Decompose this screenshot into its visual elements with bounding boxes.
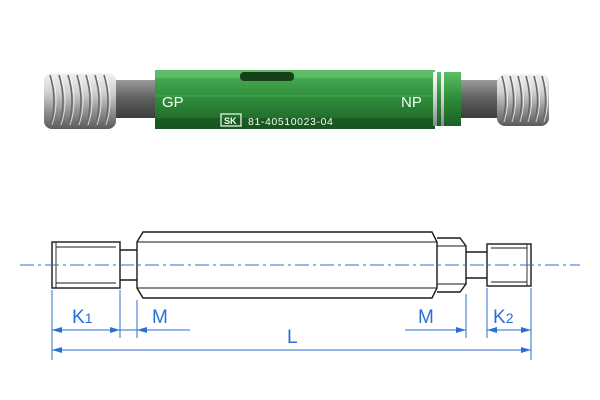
- thread-highlight: [87, 76, 93, 126]
- not-go-thread-ridges: [501, 75, 549, 125]
- thread-highlight: [543, 77, 549, 123]
- thread-ridge: [525, 75, 531, 125]
- not-go-marking: NP: [401, 94, 422, 111]
- thread-ridge: [509, 75, 515, 125]
- handle-collar: [433, 72, 461, 126]
- thread-highlight: [535, 77, 541, 123]
- gauge-drawing: [51, 231, 532, 299]
- thread-ridge: [533, 75, 539, 125]
- go-marking: GP: [162, 94, 184, 111]
- thread-ridge: [501, 75, 507, 125]
- dimension-labels: K1 M M K2 L: [72, 307, 514, 348]
- thread-highlight: [503, 77, 509, 123]
- part-number: 81-40510023-04: [248, 116, 333, 128]
- m-right-label: M: [418, 307, 434, 328]
- thread-ridge: [541, 75, 547, 125]
- not-go-thread-end: [497, 74, 549, 126]
- left-shaft: [108, 80, 160, 118]
- thread-ridge: [94, 74, 100, 128]
- dimension-arrowheads: [52, 327, 531, 353]
- dimensions: [51, 288, 532, 360]
- thread-highlight: [527, 77, 533, 123]
- thread-ridge: [103, 74, 109, 128]
- maker-logo: SK: [220, 113, 242, 127]
- svg-text:SK: SK: [224, 116, 237, 126]
- thread-highlight: [69, 76, 75, 126]
- thread-ridge: [49, 74, 55, 128]
- thread-highlight: [519, 77, 525, 123]
- handle-slot: [240, 72, 294, 81]
- gauge-photo: GP NP SK 81-40510023-04: [44, 70, 549, 129]
- thread-ridge: [67, 74, 73, 128]
- thread-ridge: [76, 74, 82, 128]
- thread-highlight: [78, 76, 84, 126]
- l-label: L: [287, 327, 298, 348]
- m-left-label: M: [152, 307, 168, 328]
- thread-ridge: [58, 74, 64, 128]
- thread-highlight: [511, 77, 517, 123]
- k1-label: K1: [72, 307, 93, 328]
- thread-highlight: [51, 76, 57, 126]
- go-thread-end: [44, 73, 116, 129]
- thread-ridge: [517, 75, 523, 125]
- thread-highlight: [105, 76, 111, 126]
- thread-ridge: [85, 74, 91, 128]
- thread-highlight: [96, 76, 102, 126]
- go-thread-ridges: [49, 74, 111, 128]
- drawing-left-end: [51, 241, 121, 289]
- k2-label: K2: [493, 307, 514, 328]
- thread-highlight: [60, 76, 66, 126]
- handle-body: [155, 70, 435, 129]
